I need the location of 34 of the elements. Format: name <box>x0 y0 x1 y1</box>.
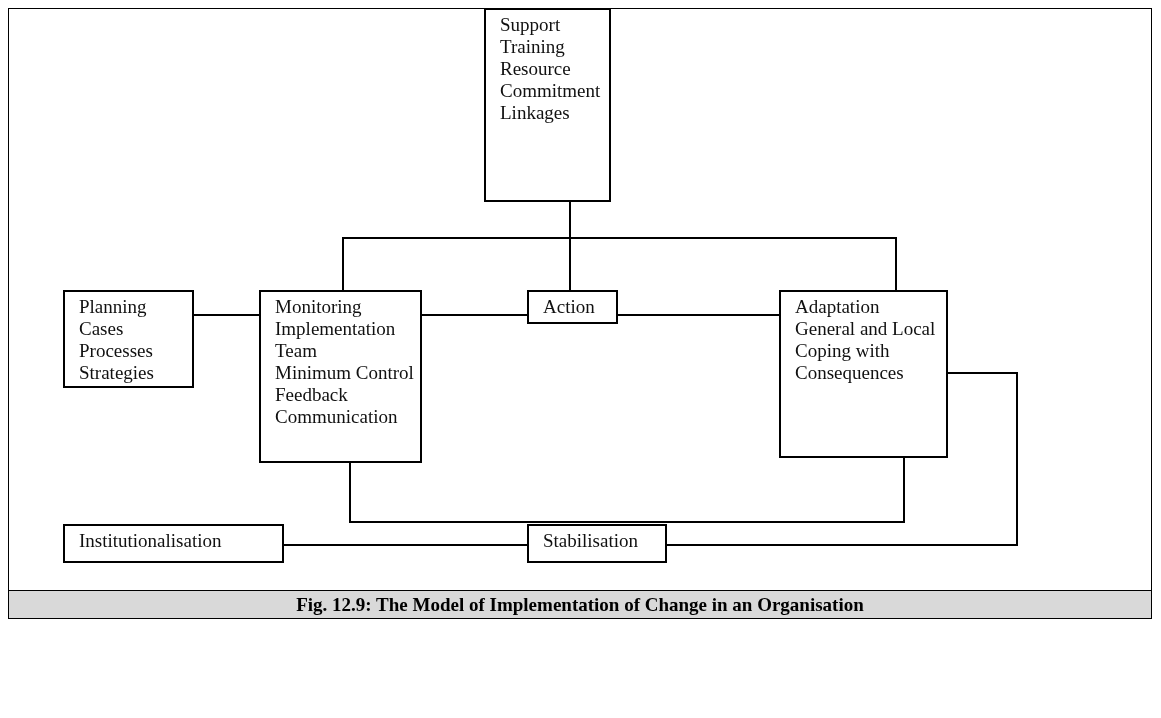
box-text: General and Local <box>795 318 937 340</box>
box-text: Support <box>500 14 562 36</box>
box-text: Stabilisation <box>543 530 639 552</box>
box-text: Institutionalisation <box>79 530 223 552</box>
connector-line <box>421 314 528 316</box>
text-box <box>259 290 422 463</box>
box-text: Implementation Team <box>275 318 397 362</box>
text-box <box>527 290 618 324</box>
box-text: Action <box>543 296 596 318</box>
box-text: Cases <box>79 318 125 340</box>
text-box <box>484 8 611 202</box>
box-text: Coping with Consequences <box>795 340 905 384</box>
connector-line <box>349 457 905 523</box>
text-box <box>63 524 284 563</box>
box-text: Commitment <box>500 80 602 102</box>
box-text: Resource <box>500 58 572 80</box>
box-text: Minimum Control <box>275 362 414 384</box>
text-box <box>779 290 948 458</box>
box-text: Communication <box>275 406 399 428</box>
box-text: Monitoring <box>275 296 363 318</box>
connector-line <box>283 544 528 546</box>
connector-line <box>193 314 260 316</box>
box-text: Planning <box>79 296 148 318</box>
box-text: Adaptation <box>795 296 881 318</box>
connector-line <box>666 372 1018 546</box>
box-text: Feedback <box>275 384 349 406</box>
figure-caption: Fig. 12.9: The Model of Implementation of Change in an Organisation <box>296 593 864 616</box>
box-text: Linkages <box>500 102 571 124</box>
box-text: Training <box>500 36 566 58</box>
text-box <box>527 524 667 563</box>
box-text: Strategies <box>79 362 155 384</box>
box-text: Processes <box>79 340 154 362</box>
text-box <box>63 290 194 388</box>
connector-line <box>617 314 780 316</box>
